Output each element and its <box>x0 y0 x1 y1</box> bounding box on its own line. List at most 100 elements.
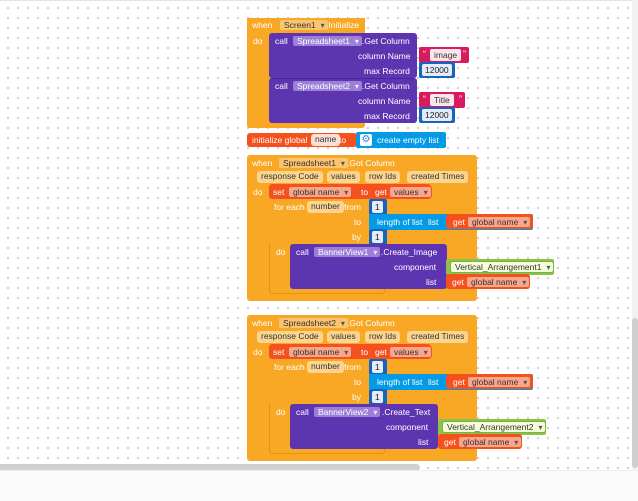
when-label: when <box>252 20 273 30</box>
call-label: call <box>296 247 309 257</box>
set-label: set <box>273 187 285 197</box>
screen1-dropdown[interactable]: Screen1 <box>279 19 329 31</box>
for-each-label: for each <box>274 202 305 212</box>
string-value[interactable]: image <box>430 49 462 61</box>
number-value[interactable]: 1 <box>372 201 383 213</box>
spreadsheet1-dropdown[interactable]: Spreadsheet1 <box>292 35 363 47</box>
get-variable-dropdown[interactable]: values <box>389 186 432 198</box>
get-variable-dropdown[interactable]: values <box>389 346 432 358</box>
from-number-block[interactable]: 1 <box>369 199 387 215</box>
vertical-scrollbar-track[interactable] <box>632 0 638 470</box>
blocks-workspace[interactable]: when Screen1 .Initialize do call Spreads… <box>0 0 638 470</box>
loop-variable-field[interactable]: number <box>307 201 344 213</box>
column-name-label: column Name <box>358 51 411 61</box>
do-label: do <box>276 247 286 257</box>
from-number-block[interactable]: 1 <box>369 359 387 375</box>
get-variable-dropdown[interactable]: global name <box>466 276 531 288</box>
to-label: to <box>354 217 362 227</box>
bannerview2-dropdown[interactable]: BannerView2 <box>313 406 382 418</box>
param-values[interactable]: values <box>327 171 360 183</box>
get-column-label: .Get Column <box>362 81 410 91</box>
list-label: list <box>428 377 439 387</box>
for-each-label: for each <box>274 362 305 372</box>
global-variable-name-field[interactable]: name <box>311 134 341 146</box>
component-dropdown[interactable]: Vertical_Arrangement2 <box>442 421 547 433</box>
do-label: do <box>253 36 263 46</box>
number-block[interactable]: 12000 <box>419 62 455 78</box>
length-of-list-label: length of list <box>377 217 423 227</box>
spreadsheet1-dropdown[interactable]: Spreadsheet1 <box>278 157 349 169</box>
initialize-global-label: initialize global <box>252 135 308 145</box>
component-block-vertical-arrangement2[interactable]: Vertical_Arrangement2 <box>438 419 547 435</box>
list-label: list <box>418 437 429 447</box>
when-label: when <box>252 158 273 168</box>
page-footer <box>0 470 638 501</box>
component-label: component <box>386 422 429 432</box>
number-value[interactable]: 1 <box>372 361 383 373</box>
get-label: get <box>444 437 456 447</box>
vertical-scrollbar-thumb[interactable] <box>632 318 638 468</box>
create-empty-list-block[interactable]: ⚙ create empty list <box>356 132 446 148</box>
max-record-label: max Record <box>364 111 410 121</box>
to-label: to <box>339 135 347 145</box>
create-empty-list-label: create empty list <box>377 135 439 145</box>
to-label: to <box>354 377 362 387</box>
bannerview1-dropdown[interactable]: BannerView1 <box>313 246 382 258</box>
gear-icon[interactable]: ⚙ <box>360 134 372 146</box>
list-label: list <box>428 217 439 227</box>
call-label: call <box>275 81 288 91</box>
text-block-image[interactable]: “ image ” <box>419 47 469 63</box>
get-label: get <box>453 217 465 227</box>
do-label: do <box>253 347 263 357</box>
by-label: by <box>352 392 361 402</box>
horizontal-scrollbar[interactable] <box>0 464 420 470</box>
get-variable-dropdown[interactable]: global name <box>458 436 523 448</box>
loop-variable-field[interactable]: number <box>307 361 344 373</box>
create-text-label: .Create_Text <box>382 407 431 417</box>
by-label: by <box>352 232 361 242</box>
set-variable-dropdown[interactable]: global name <box>288 186 353 198</box>
param-row-ids[interactable]: row Ids <box>365 171 401 183</box>
to-label: to <box>361 347 369 357</box>
text-block-title[interactable]: “ Title ” <box>419 92 465 108</box>
call-label: call <box>296 407 309 417</box>
component-label: component <box>394 262 437 272</box>
by-number-block[interactable]: 1 <box>369 389 387 405</box>
from-label: from <box>344 202 361 212</box>
param-response-code[interactable]: response Code <box>257 331 323 343</box>
number-value[interactable]: 1 <box>372 391 383 403</box>
get-label: get <box>375 187 387 197</box>
get-variable-dropdown[interactable]: global name <box>467 376 532 388</box>
string-value[interactable]: Title <box>430 94 454 106</box>
component-block-vertical-arrangement1[interactable]: Vertical_Arrangement1 <box>446 259 555 275</box>
get-label: get <box>375 347 387 357</box>
get-column-label: .Get Column <box>362 36 410 46</box>
param-created-times[interactable]: created Times <box>407 331 469 343</box>
get-variable-dropdown[interactable]: global name <box>467 216 532 228</box>
number-block[interactable]: 12000 <box>419 107 455 123</box>
by-number-block[interactable]: 1 <box>369 229 387 245</box>
set-label: set <box>273 347 285 357</box>
number-value[interactable]: 12000 <box>422 109 452 121</box>
number-value[interactable]: 1 <box>372 231 383 243</box>
param-response-code[interactable]: response Code <box>257 171 323 183</box>
do-label: do <box>253 187 263 197</box>
do-label: do <box>276 407 286 417</box>
number-value[interactable]: 12000 <box>422 64 452 76</box>
length-of-list-label: length of list <box>377 377 423 387</box>
param-row-ids[interactable]: row Ids <box>365 331 401 343</box>
param-values[interactable]: values <box>327 331 360 343</box>
list-label: list <box>426 277 437 287</box>
param-created-times[interactable]: created Times <box>407 171 469 183</box>
create-image-label: .Create_Image <box>381 247 438 257</box>
get-label: get <box>452 277 464 287</box>
set-variable-dropdown[interactable]: global name <box>288 346 353 358</box>
workspace-top-border <box>0 0 638 1</box>
spreadsheet2-dropdown[interactable]: Spreadsheet2 <box>278 317 349 329</box>
when-label: when <box>252 318 273 328</box>
component-dropdown[interactable]: Vertical_Arrangement1 <box>450 261 555 273</box>
max-record-label: max Record <box>364 66 410 76</box>
to-label: to <box>361 187 369 197</box>
spreadsheet2-dropdown[interactable]: Spreadsheet2 <box>292 80 363 92</box>
call-label: call <box>275 36 288 46</box>
